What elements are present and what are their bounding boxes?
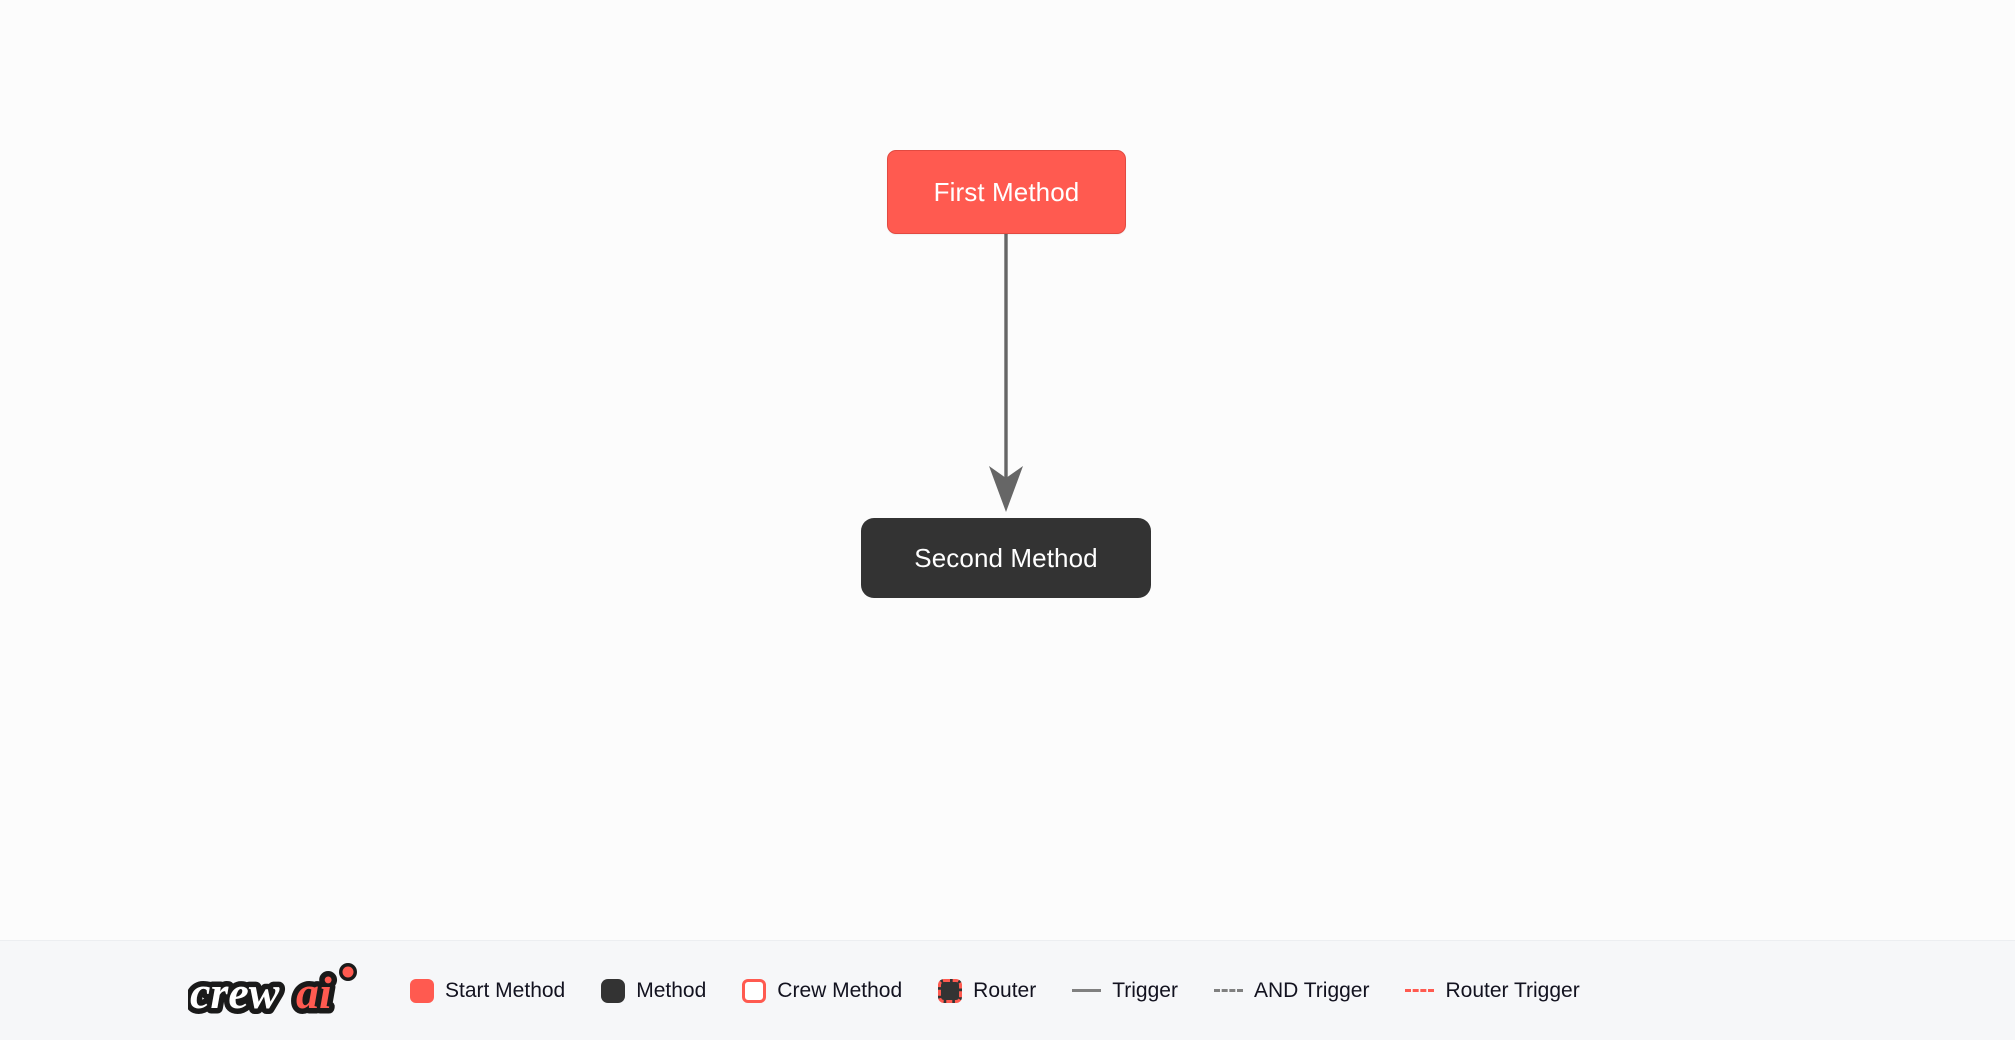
flow-node-label: Second Method — [914, 543, 1098, 573]
legend-item-label: AND Trigger — [1253, 979, 1370, 1002]
crew-method-swatch-icon — [742, 978, 767, 1003]
legend-item-router-trigger: Router Trigger — [1405, 979, 1580, 1002]
edge-arrowhead-icon — [989, 466, 1023, 512]
start-method-swatch-icon — [410, 978, 434, 1003]
crewai-logo: crew crew ai ai — [188, 961, 357, 1022]
edge-first-to-second — [989, 234, 1023, 512]
legend-bar: crew crew ai ai Start Method Method — [0, 940, 2015, 1040]
router-trigger-line-icon — [1405, 989, 1435, 992]
legend-item-crew-method: Crew Method — [742, 978, 903, 1003]
flow-node-second-method[interactable]: Second Method — [861, 518, 1151, 598]
trigger-line-icon — [1072, 989, 1102, 992]
flow-canvas[interactable]: First Method Second Method — [0, 0, 2015, 940]
legend-content: crew crew ai ai Start Method Method — [188, 960, 1580, 1022]
flow-node-label: First Method — [933, 177, 1080, 207]
legend-item-label: Crew Method — [777, 979, 903, 1002]
legend-item-start-method: Start Method — [410, 978, 566, 1003]
legend-item-method: Method — [601, 978, 707, 1003]
logo-outline-accent: ai — [296, 967, 332, 1018]
flow-node-first-method[interactable]: First Method — [887, 150, 1126, 234]
legend-item-label: Trigger — [1112, 979, 1178, 1002]
legend-item-label: Start Method — [445, 979, 566, 1002]
edge-layer — [989, 234, 1023, 512]
logo-text-crew: crew — [190, 967, 280, 1018]
logo-outline: crew — [190, 967, 280, 1018]
legend-item-router: Router — [938, 978, 1037, 1003]
legend-item-and-trigger: AND Trigger — [1213, 979, 1370, 1002]
legend-item-label: Method — [636, 979, 707, 1002]
method-swatch-icon — [601, 978, 626, 1003]
router-swatch-icon — [938, 978, 963, 1003]
legend-item-label: Router Trigger — [1445, 979, 1580, 1002]
logo-dot — [342, 966, 354, 977]
legend-item-label: Router — [973, 979, 1037, 1002]
legend-item-trigger: Trigger — [1072, 980, 1178, 1001]
logo-text-ai: ai — [296, 967, 332, 1018]
and-trigger-line-icon — [1213, 989, 1243, 992]
